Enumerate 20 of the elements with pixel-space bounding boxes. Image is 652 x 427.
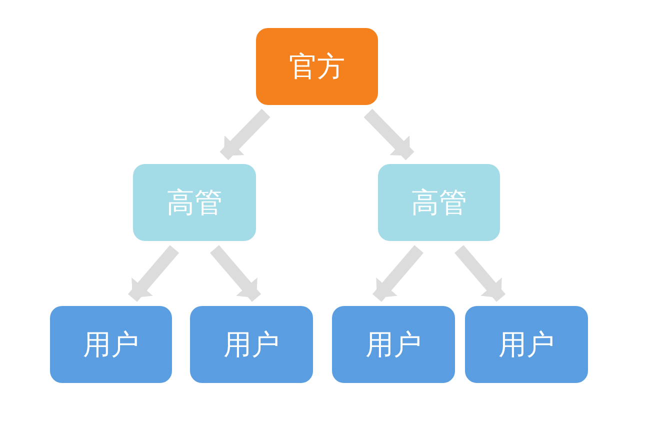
arrow bbox=[364, 108, 414, 160]
bottom-box bbox=[50, 306, 172, 383]
box-label: 用户 bbox=[498, 326, 554, 362]
box-label: 用户 bbox=[366, 326, 422, 362]
box-label: 高管 bbox=[166, 184, 222, 220]
box-label: 用户 bbox=[224, 326, 280, 362]
box-label: 用户 bbox=[83, 326, 139, 362]
arrow bbox=[210, 245, 262, 302]
box-label: 高管 bbox=[411, 184, 467, 220]
bottom-box bbox=[190, 306, 313, 383]
bottom-box bbox=[465, 306, 588, 383]
arrow bbox=[454, 245, 506, 302]
arrow bbox=[372, 245, 424, 302]
middle-box bbox=[133, 164, 256, 241]
top-box bbox=[256, 28, 378, 105]
bottom-box bbox=[332, 306, 455, 383]
box-label: 官方 bbox=[289, 48, 345, 84]
middle-box bbox=[378, 164, 500, 241]
arrow bbox=[128, 245, 180, 302]
arrow bbox=[220, 108, 270, 160]
